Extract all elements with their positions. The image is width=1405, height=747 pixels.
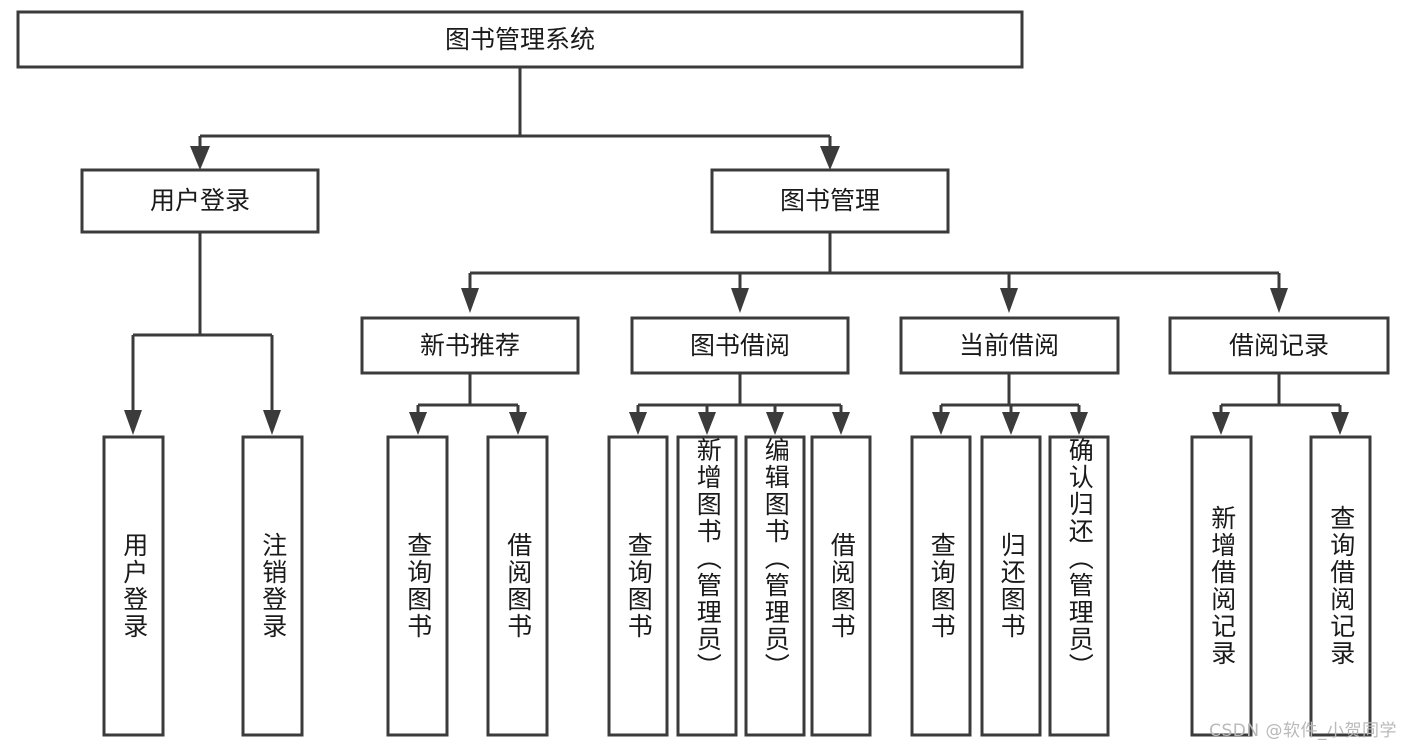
node-user-login-label: 用户登录 xyxy=(150,186,250,215)
node-new-book-recommend-label: 新书推荐 xyxy=(420,331,520,360)
node-borrow-record-label: 借阅记录 xyxy=(1229,331,1329,360)
arrow-head-leaf-logout xyxy=(263,410,281,435)
connector-group-user-login xyxy=(124,232,281,435)
node-current-borrow[interactable]: 当前借阅 xyxy=(899,316,1120,375)
node-book-management-box xyxy=(710,168,950,234)
node-leaf-query-book-current-box[interactable] xyxy=(910,435,972,737)
arrow-head-leaf-edit-book xyxy=(766,412,784,435)
arrow-head-book-borrow xyxy=(731,288,749,313)
node-user-login[interactable]: 用户登录 xyxy=(80,168,320,234)
connector-group-current-borrow xyxy=(932,373,1088,435)
arrow-head-current-borrow xyxy=(1000,288,1018,313)
arrow-head-leaf-add-borrow-record xyxy=(1212,412,1230,435)
connector-group-borrow-record xyxy=(1212,373,1349,435)
arrow-head-book-management xyxy=(820,146,840,170)
arrow-head-leaf-user-login xyxy=(124,410,142,435)
node-borrow-record-box xyxy=(1168,316,1390,375)
node-leaf-borrow-book-box[interactable] xyxy=(810,435,872,737)
node-root-box xyxy=(16,10,1024,69)
arrow-head-leaf-return-book xyxy=(1002,412,1020,435)
node-user-login-box xyxy=(80,168,320,234)
arrow-head-leaf-query-book-current xyxy=(932,412,950,435)
arrow-head-leaf-query-book-borrow xyxy=(629,412,647,435)
arrow-head-leaf-query-borrow-record xyxy=(1331,412,1349,435)
connector-group-book-management xyxy=(461,232,1288,313)
node-leaf-query-book-recommend-box[interactable] xyxy=(386,435,449,737)
node-leaf-borrow-book-recommend-box[interactable] xyxy=(486,435,549,737)
watermark-text: CSDN @软件_小贺同学 xyxy=(1209,721,1397,741)
connector-group-new-book-recommend xyxy=(409,373,527,435)
node-leaf-logout-box[interactable] xyxy=(241,435,304,737)
node-borrow-record[interactable]: 借阅记录 xyxy=(1168,316,1390,375)
node-root[interactable]: 图书管理系统 xyxy=(16,10,1024,69)
arrow-head-borrow-record xyxy=(1270,288,1288,313)
arrow-head-user-login xyxy=(190,146,210,170)
node-book-management-label: 图书管理 xyxy=(780,186,880,215)
node-leaf-query-borrow-record-box[interactable] xyxy=(1309,435,1372,737)
arrow-head-new-book-recommend xyxy=(461,288,479,313)
node-leaf-query-book-borrow-box[interactable] xyxy=(607,435,669,737)
node-leaf-confirm-return-box[interactable] xyxy=(1048,435,1110,737)
node-leaf-add-book-box[interactable] xyxy=(676,435,738,737)
arrow-head-leaf-query-book-recommend xyxy=(409,412,427,435)
arrow-head-leaf-add-book xyxy=(698,412,716,435)
connector-group-root xyxy=(190,67,840,170)
arrow-head-leaf-borrow-book-recommend xyxy=(509,412,527,435)
node-leaf-return-book-box[interactable] xyxy=(980,435,1042,737)
node-current-borrow-box xyxy=(899,316,1120,375)
connector-group-book-borrow xyxy=(629,373,850,435)
node-new-book-recommend[interactable]: 新书推荐 xyxy=(360,316,580,375)
node-book-borrow[interactable]: 图书借阅 xyxy=(630,316,850,375)
node-leaf-user-login-box[interactable] xyxy=(102,435,165,737)
node-current-borrow-label: 当前借阅 xyxy=(959,331,1059,360)
node-new-book-recommend-box xyxy=(360,316,580,375)
node-root-label: 图书管理系统 xyxy=(445,25,595,54)
leaf-boxes xyxy=(102,435,1372,737)
node-leaf-add-borrow-record-box[interactable] xyxy=(1190,435,1253,737)
arrow-head-leaf-borrow-book xyxy=(832,412,850,435)
node-leaf-edit-book-box[interactable] xyxy=(744,435,806,737)
arrow-head-leaf-confirm-return xyxy=(1070,412,1088,435)
node-book-borrow-box xyxy=(630,316,850,375)
node-book-management[interactable]: 图书管理 xyxy=(710,168,950,234)
node-book-borrow-label: 图书借阅 xyxy=(690,331,790,360)
